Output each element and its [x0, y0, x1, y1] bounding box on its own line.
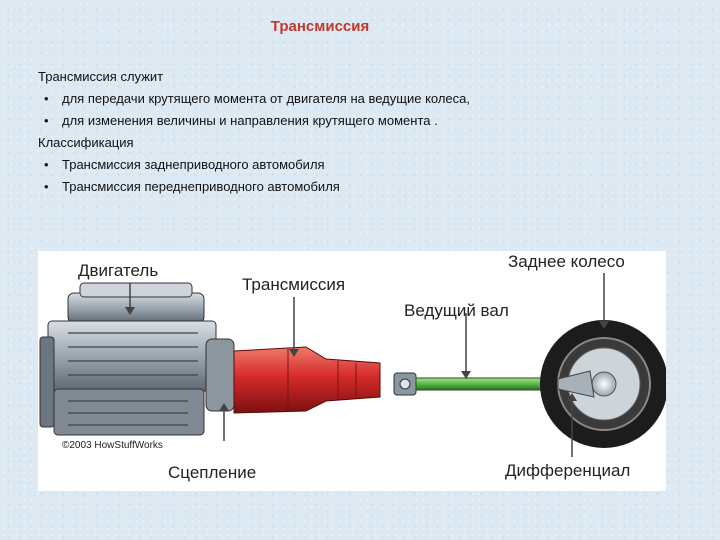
classification-bullet-text: Трансмиссия заднеприводного автомобиля: [62, 157, 325, 172]
label-drive-shaft: Ведущий вал: [404, 301, 509, 320]
bullet-dot: •: [44, 157, 49, 172]
copyright-notice: ©2003 HowStuffWorks: [62, 440, 163, 451]
drivetrain-diagram: Двигатель Трансмиссия Ведущий вал Заднее…: [38, 251, 666, 491]
purpose-bullet-text: для изменения величины и направления кру…: [62, 113, 438, 128]
bullet-dot: •: [44, 113, 49, 128]
rear-wheel: [540, 320, 666, 448]
slide-title: Трансмиссия: [270, 18, 370, 35]
front-u-joint: [393, 372, 417, 396]
label-pointers: [129, 273, 605, 457]
classification-bullet: • Трансмиссия переднеприводного автомобил…: [38, 176, 698, 198]
purpose-bullet-text: для передачи крутящего момента от двигат…: [62, 91, 471, 106]
label-engine: Двигатель: [78, 261, 159, 280]
bullet-dot: •: [44, 91, 49, 106]
engine-block: [39, 282, 235, 436]
label-transmission: Трансмиссия: [242, 275, 346, 294]
label-differential: Дифференциал: [505, 461, 631, 480]
bullet-dot: •: [44, 179, 49, 194]
drivetrain-illustration: [39, 273, 666, 457]
purpose-bullet: • для передачи крутящего момента от двига…: [38, 88, 698, 110]
drive-shaft: [415, 377, 547, 391]
classification-bullet-text: Трансмиссия переднеприводного автомобиля: [62, 179, 340, 194]
label-clutch: Сцепление: [168, 463, 257, 482]
intro-line: Трансмиссия служит: [38, 69, 164, 84]
purpose-bullet: • для изменения величины и направления кр…: [38, 110, 698, 132]
transmission-unit: [233, 346, 381, 414]
classification-bullet: • Трансмиссия заднеприводного автомобиля: [38, 154, 698, 176]
slide-text: Трансмиссия служит • для передачи крутяще…: [38, 66, 698, 198]
pointer-arrows: [125, 307, 609, 411]
classification-heading: Классификация: [38, 135, 134, 150]
label-rear-wheel: Заднее колесо: [508, 252, 625, 271]
